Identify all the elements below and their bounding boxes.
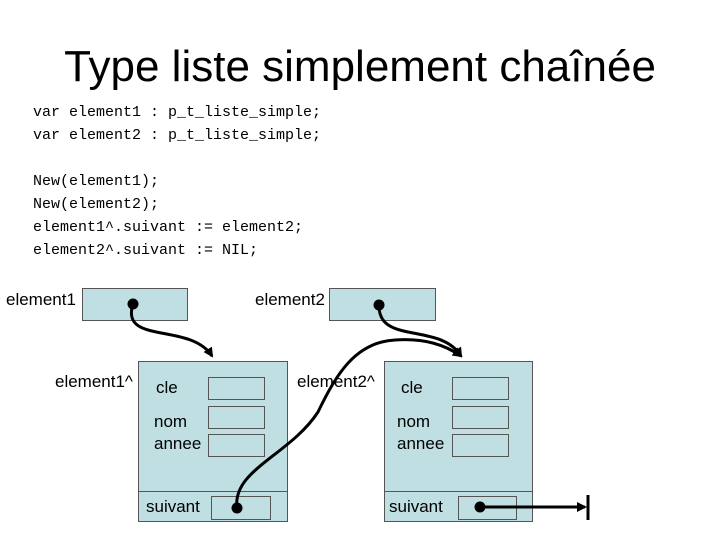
statement-line-1: New(element1); <box>33 173 160 190</box>
pointer-label-element2: element2 <box>255 290 325 309</box>
pointer-arrow-element1 <box>127 298 214 358</box>
pointer-label-element1: element1 <box>6 290 76 309</box>
field-slot-annee-1 <box>208 434 265 457</box>
pointer-arrow-suivant-1 <box>231 338 463 514</box>
record-label-element1: element1^ <box>55 372 133 391</box>
pointer-path-element1 <box>129 303 214 358</box>
statement-line-2: New(element2); <box>33 196 160 213</box>
field-label-cle-2: cle <box>401 378 423 397</box>
declaration-line-1: var element1 : p_t_liste_simple; <box>33 104 322 121</box>
pointer-path-suivant-1 <box>235 338 463 509</box>
field-slot-nom-2 <box>452 406 509 429</box>
record-divider-element2 <box>384 491 533 492</box>
pointer-arrow-element2 <box>373 299 463 358</box>
field-label-suivant-1: suivant <box>146 497 200 516</box>
pointer-path-element2 <box>377 304 463 358</box>
record-divider-element1 <box>138 491 288 492</box>
statement-line-4: element2^.suivant := NIL; <box>33 242 259 259</box>
field-slot-cle-2 <box>452 377 509 400</box>
slide-title: Type liste simplement chaînée <box>64 42 656 91</box>
declaration-line-2: var element2 : p_t_liste_simple; <box>33 127 322 144</box>
field-slot-cle-1 <box>208 377 265 400</box>
field-label-suivant-2: suivant <box>389 497 443 516</box>
field-slot-nom-1 <box>208 406 265 429</box>
field-label-nom-1: nom <box>154 412 188 431</box>
pointer-arrow-suivant-2 <box>474 495 590 520</box>
field-label-nom-2: nom <box>397 412 431 431</box>
field-label-cle-1: cle <box>156 378 178 397</box>
field-slot-suivant-1 <box>211 496 271 520</box>
field-slot-annee-2 <box>452 434 509 457</box>
field-label-annee-1: annee <box>154 434 202 453</box>
statement-line-3: element1^.suivant := element2; <box>33 219 304 236</box>
field-label-annee-2: annee <box>397 434 445 453</box>
